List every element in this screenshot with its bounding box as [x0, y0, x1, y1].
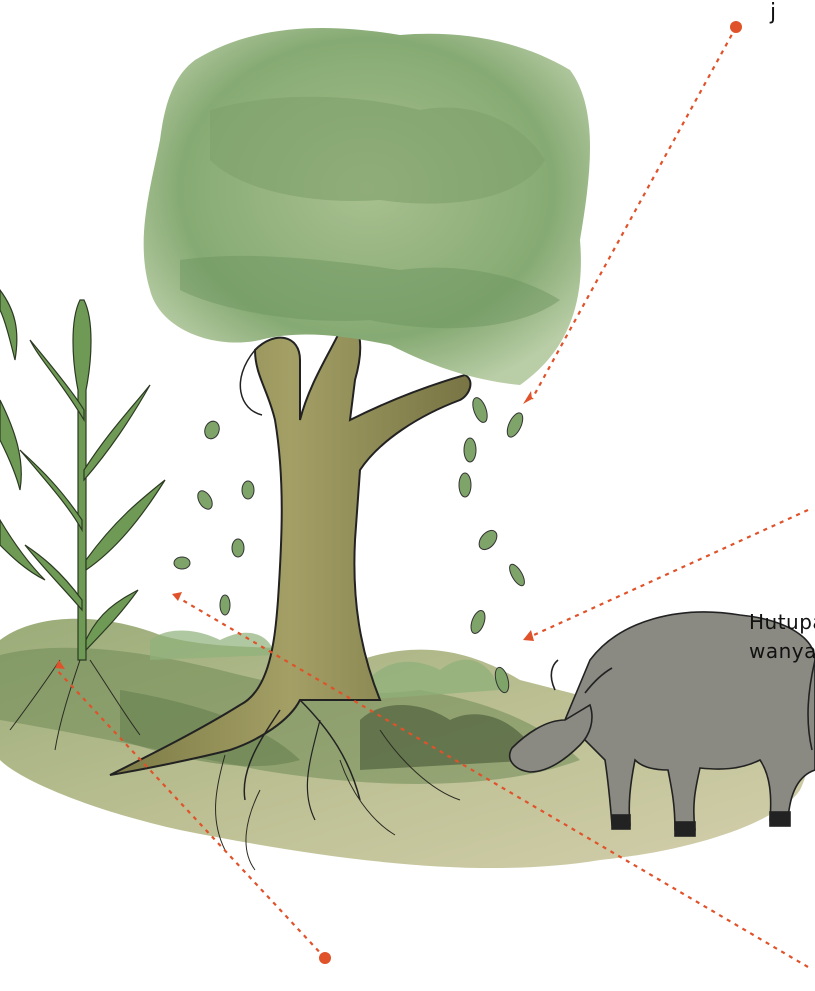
arrowhead-soil [172, 592, 182, 601]
caption-line-1: Hutupa [749, 608, 815, 637]
arrowhead-leaves [523, 391, 532, 404]
annotation-dot-bottom [319, 952, 331, 964]
annotation-dot-top [730, 21, 742, 33]
caption-text: Hutupa wanya [749, 608, 815, 666]
maize-plant [0, 290, 165, 660]
caption-fragment-top: j [770, 0, 776, 25]
caption-line-2: wanya [749, 637, 815, 666]
tree-canopy [144, 28, 590, 385]
arrowhead-litter [523, 630, 534, 641]
